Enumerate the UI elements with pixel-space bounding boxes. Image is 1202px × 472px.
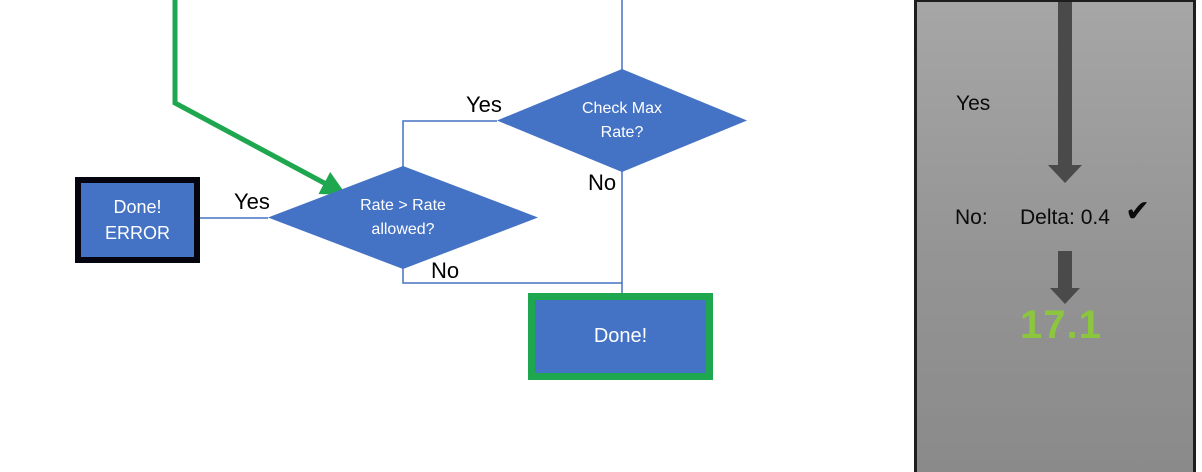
check-icon: ✔ xyxy=(1125,195,1151,228)
panel-yes-label: Yes xyxy=(956,92,991,115)
connector-yes-checkmax-to-rate xyxy=(402,120,497,167)
decision-text: Rate > Rate xyxy=(360,197,446,215)
terminal-text: ERROR xyxy=(104,223,170,243)
branch-label-no: No xyxy=(431,258,460,283)
terminal-done-error: Done! ERROR xyxy=(75,177,200,263)
result-value: 17.1 xyxy=(1020,303,1102,347)
down-arrow-icon xyxy=(1058,2,1072,165)
terminal-text: Done! xyxy=(113,196,162,217)
terminal-text: Done! xyxy=(593,325,648,347)
panel-no-label: No: xyxy=(955,206,988,229)
decision-text: Rate? xyxy=(600,123,644,141)
connector-no-rate-to-done xyxy=(402,268,622,284)
flowchart-canvas: Check Max Rate? Rate > Rate allowed? Don… xyxy=(75,0,747,380)
side-panel: Yes No: Delta: 0.4 ✔ 17.1 xyxy=(914,0,1196,472)
down-arrow-head-icon xyxy=(1048,165,1082,183)
branch-label-yes: Yes xyxy=(466,92,502,117)
panel-delta-value: Delta: 0.4 xyxy=(1020,206,1110,229)
branch-label-yes: Yes xyxy=(234,189,270,214)
flow-connectors xyxy=(172,0,623,293)
down-arrow-head-icon xyxy=(1050,288,1080,304)
branch-label-no: No xyxy=(588,170,617,195)
down-arrow-icon xyxy=(1058,251,1072,288)
terminal-done: Done! xyxy=(528,293,713,380)
decision-text: allowed? xyxy=(371,220,435,238)
decision-text: Check Max xyxy=(581,100,663,118)
green-flow-arrow-icon xyxy=(172,0,347,195)
